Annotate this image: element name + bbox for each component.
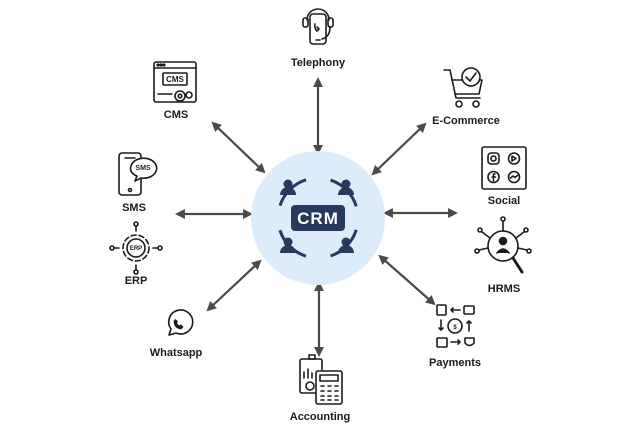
- cms-icon-text: CMS: [166, 75, 184, 84]
- cms-browser-icon: [153, 61, 197, 103]
- accounting-calculator-icon: [299, 354, 343, 405]
- arrow-ecommerce: [371, 122, 427, 176]
- node-cms: CMS CMS: [153, 61, 197, 121]
- node-sms: SMS SMS: [118, 152, 158, 214]
- whatsapp-label: Whatsapp: [150, 347, 203, 359]
- sms-icon-text: SMS: [135, 165, 151, 172]
- telephony-label: Telephony: [291, 57, 346, 69]
- headset-phone-icon: [302, 8, 334, 45]
- node-ecommerce: E-Commerce: [432, 67, 500, 127]
- hrms-label: HRMS: [488, 283, 520, 295]
- node-accounting: Accounting: [290, 354, 351, 423]
- payments-label: Payments: [429, 357, 481, 369]
- erp-gear-icon: [109, 221, 163, 275]
- node-social: Social: [481, 146, 527, 207]
- erp-icon-text: ERP: [130, 246, 142, 252]
- node-erp: ERP ERP: [109, 221, 163, 287]
- sms-label: SMS: [122, 202, 146, 214]
- connectors: [175, 77, 458, 357]
- crm-badge: [291, 205, 345, 231]
- sms-phone-icon: [118, 152, 158, 196]
- node-telephony: Telephony: [291, 8, 346, 69]
- ecommerce-label: E-Commerce: [432, 115, 500, 127]
- arrow-whatsapp: [206, 259, 262, 312]
- hr-search-icon: [474, 216, 532, 274]
- accounting-label: Accounting: [290, 411, 351, 423]
- shopping-cart-icon: [443, 67, 483, 108]
- social-media-icon: [481, 146, 527, 190]
- social-label: Social: [488, 195, 520, 207]
- crm-hub: CRM: [251, 151, 385, 285]
- cms-label: CMS: [164, 109, 188, 121]
- people-icon: [280, 179, 354, 253]
- node-hrms: HRMS: [474, 216, 532, 295]
- svg-text:$: $: [453, 325, 457, 331]
- erp-label: ERP: [125, 275, 148, 287]
- arrow-payments: [378, 254, 436, 306]
- node-payments: $ Payments: [429, 304, 481, 369]
- node-whatsapp: Whatsapp: [150, 309, 203, 359]
- whatsapp-icon: [167, 309, 194, 336]
- payment-flow-icon: $: [436, 304, 475, 348]
- arrow-cms: [211, 121, 266, 174]
- hub-label: CRM: [297, 209, 339, 228]
